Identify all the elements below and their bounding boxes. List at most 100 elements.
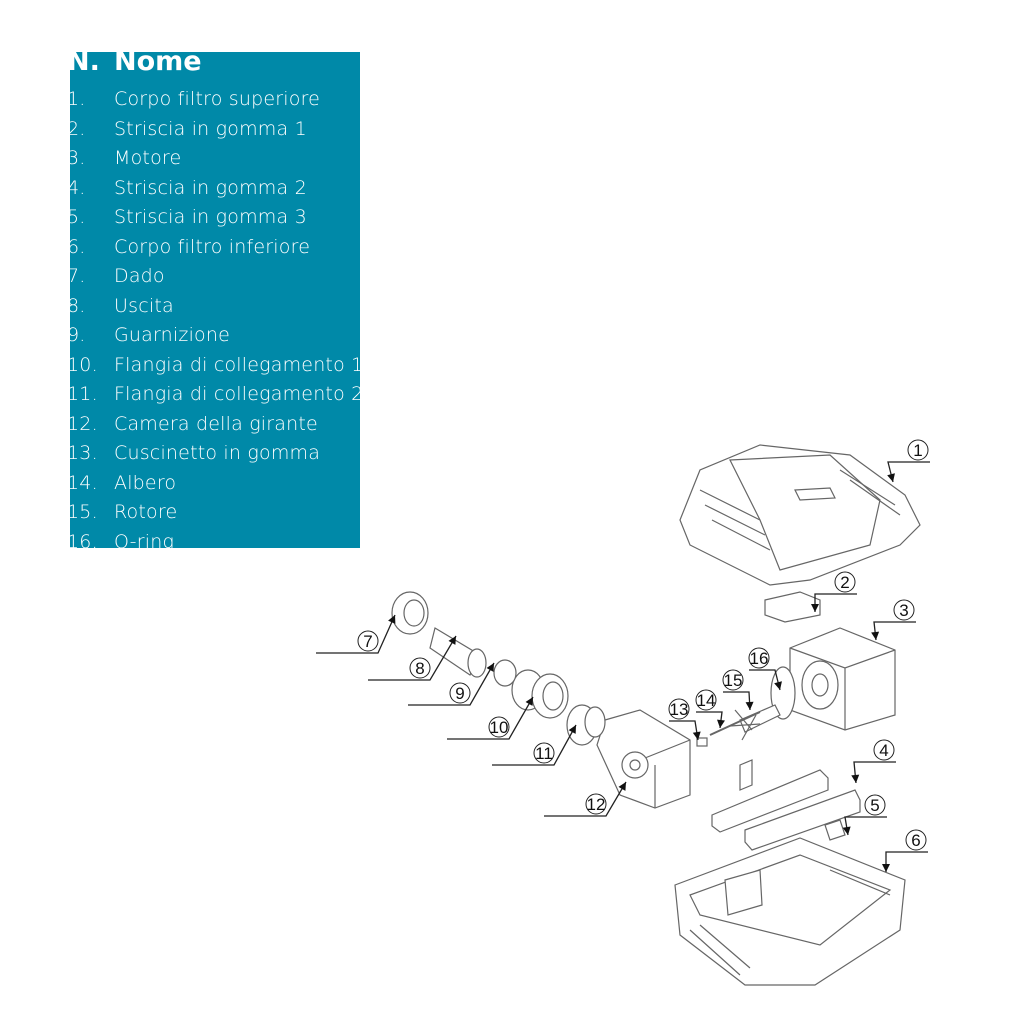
callout-16: 16: [748, 647, 782, 691]
callout-label: 8: [415, 659, 424, 678]
callout-3: 3: [871, 599, 916, 641]
part-name: Dado: [114, 265, 165, 287]
callout-circle: [864, 794, 886, 816]
arrowhead-icon: [851, 774, 860, 783]
leader-line: [316, 614, 396, 654]
parts-list-row: 14.Albero: [70, 472, 176, 494]
parts-list-row: 11. Flangia di collegamento 2: [70, 383, 360, 405]
part-number: 7.: [70, 265, 86, 287]
callout-label: 16: [750, 649, 769, 668]
leader-line: [447, 696, 534, 740]
arrowhead-icon: [568, 725, 576, 734]
callout-8: 8: [368, 635, 457, 681]
arrowhead-icon: [717, 719, 725, 728]
part-name: Guarnizione: [114, 324, 231, 346]
callout-label: 13: [670, 700, 689, 719]
callout-label: 14: [697, 691, 716, 710]
part-number: 4.: [70, 176, 86, 199]
part-number: 16.: [70, 530, 98, 549]
part-rubber-bearing: [696, 737, 708, 747]
arrowhead-icon: [448, 636, 456, 645]
part-name: Rotore: [114, 501, 178, 523]
callout-13: 13: [668, 698, 701, 741]
callout-14: 14: [695, 689, 725, 729]
callout-12: 12: [544, 781, 627, 817]
part-number: 15.: [70, 501, 98, 523]
callout-label: 5: [870, 796, 879, 815]
parts-list-row: 4. Striscia in gomma 2: [70, 177, 307, 199]
callout-label: 6: [911, 831, 920, 850]
part-name: Corpo filtro superiore: [114, 88, 321, 110]
part-flange-2: [566, 704, 606, 746]
callout-circle: [409, 657, 431, 679]
part-number: 9.: [70, 324, 86, 346]
part-number: 6.: [70, 235, 86, 258]
part-number: 12.: [70, 412, 98, 435]
parts-list-row: 10. Flangia di collegamento 1: [70, 354, 360, 376]
part-rubber-strip-3: [824, 819, 846, 841]
parts-list-row: 12.Camera della girante: [70, 413, 318, 435]
callout-label: 4: [879, 741, 888, 760]
callout-15: 15: [722, 669, 754, 711]
callout-circle: [668, 698, 690, 720]
callout-label: 10: [490, 718, 509, 737]
callout-11: 11: [492, 724, 577, 766]
part-number: 10.: [70, 353, 98, 376]
arrowhead-icon: [882, 864, 890, 872]
arrowhead-icon: [692, 731, 701, 740]
part-number: 5.: [70, 206, 86, 228]
leader-line: [853, 761, 896, 784]
part-flange-1: [511, 669, 569, 719]
leader-line: [723, 691, 751, 711]
parts-list-row: 8.Uscita: [70, 295, 174, 317]
callout-circle: [585, 793, 607, 815]
arrowhead-icon: [887, 473, 895, 482]
callout-circle: [834, 571, 856, 593]
header-name: Nome: [114, 52, 202, 77]
part-rotor: [729, 704, 781, 741]
part-number: 13.: [70, 442, 98, 464]
leader-line: [814, 593, 857, 612]
callout-label: 15: [724, 671, 743, 690]
part-motor: [789, 627, 896, 731]
part-name: Striscia in gomma 3: [114, 206, 307, 228]
parts-list-row: 9. Guarnizione: [70, 324, 230, 346]
parts-list-header: N. Nome: [70, 52, 202, 77]
callout-label: 12: [587, 795, 606, 814]
part-name: Flangia di collegamento 2: [114, 383, 360, 405]
leader-line: [492, 724, 577, 766]
callout-4: 4: [851, 739, 896, 784]
callout-7: 7: [316, 614, 396, 654]
part-name: Striscia in gomma 2: [114, 176, 307, 199]
callout-label: 3: [899, 601, 908, 620]
part-lower-filter-body: [674, 837, 906, 986]
part-name: Cuscinetto in gomma: [114, 442, 321, 464]
callout-circle: [907, 439, 929, 461]
arrowhead-icon: [388, 615, 396, 624]
header-number: N.: [70, 52, 100, 77]
callout-circle: [449, 682, 471, 704]
part-name: Flangia di collegamento 1: [114, 353, 360, 376]
callout-label: 7: [363, 632, 372, 651]
part-name: Corpo filtro inferiore: [114, 235, 311, 258]
callout-circle: [488, 716, 510, 738]
arrowhead-icon: [774, 681, 782, 690]
callout-circle: [357, 630, 379, 652]
callout-label: 11: [535, 744, 553, 763]
callout-circle: [695, 689, 717, 711]
leader-line: [368, 635, 457, 681]
arrowhead-icon: [811, 604, 819, 612]
part-name: Motore: [114, 147, 182, 169]
leader-line: [544, 781, 627, 817]
part-number: 3.: [70, 147, 86, 169]
leader-line: [885, 851, 928, 872]
part-upper-filter-body: [679, 444, 921, 586]
part-number: 11.: [70, 383, 98, 405]
parts-list-row: 6. Corpo filtro inferiore: [70, 236, 310, 258]
part-name: Uscita: [114, 294, 174, 317]
part-name: O-ring: [114, 530, 175, 549]
parts-list-row: 2.Striscia in gomma 1: [70, 118, 307, 140]
leader-line: [887, 461, 930, 483]
